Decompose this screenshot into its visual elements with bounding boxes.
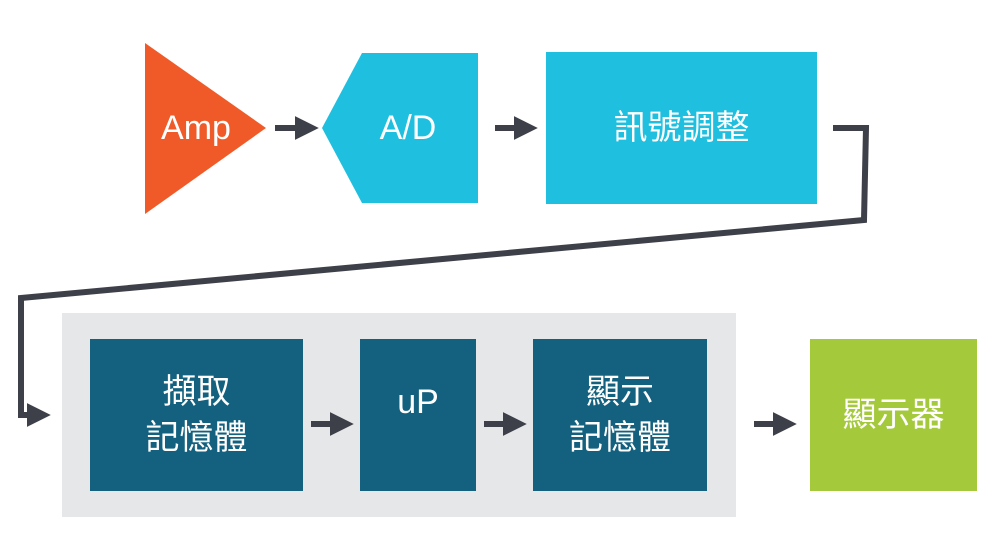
display-label: 顯示器 [842,396,945,434]
connector-signal-conditioning-to-capture-memory [18,125,870,427]
display-memory-node: 顯示 記憶體 [533,339,707,491]
up-label: uP [397,383,439,421]
capture-memory-label-line1: 擷取 [162,373,231,411]
capture-memory-label-line2: 記憶體 [145,419,248,457]
signal-conditioning-node: 訊號調整 [546,52,817,204]
display-memory-label-line2: 記憶體 [569,419,671,457]
up-node: uP [360,339,476,491]
signal-conditioning-label: 訊號調整 [613,109,750,147]
amp-label: Amp [161,108,231,147]
display-memory-label-line1: 顯示 [586,373,654,411]
display-node: 顯示器 [810,339,977,491]
capture-memory-node: 擷取 記憶體 [90,339,303,491]
amp-node [145,43,266,214]
adc-node [322,53,478,203]
adc-label: A/D [379,108,437,147]
